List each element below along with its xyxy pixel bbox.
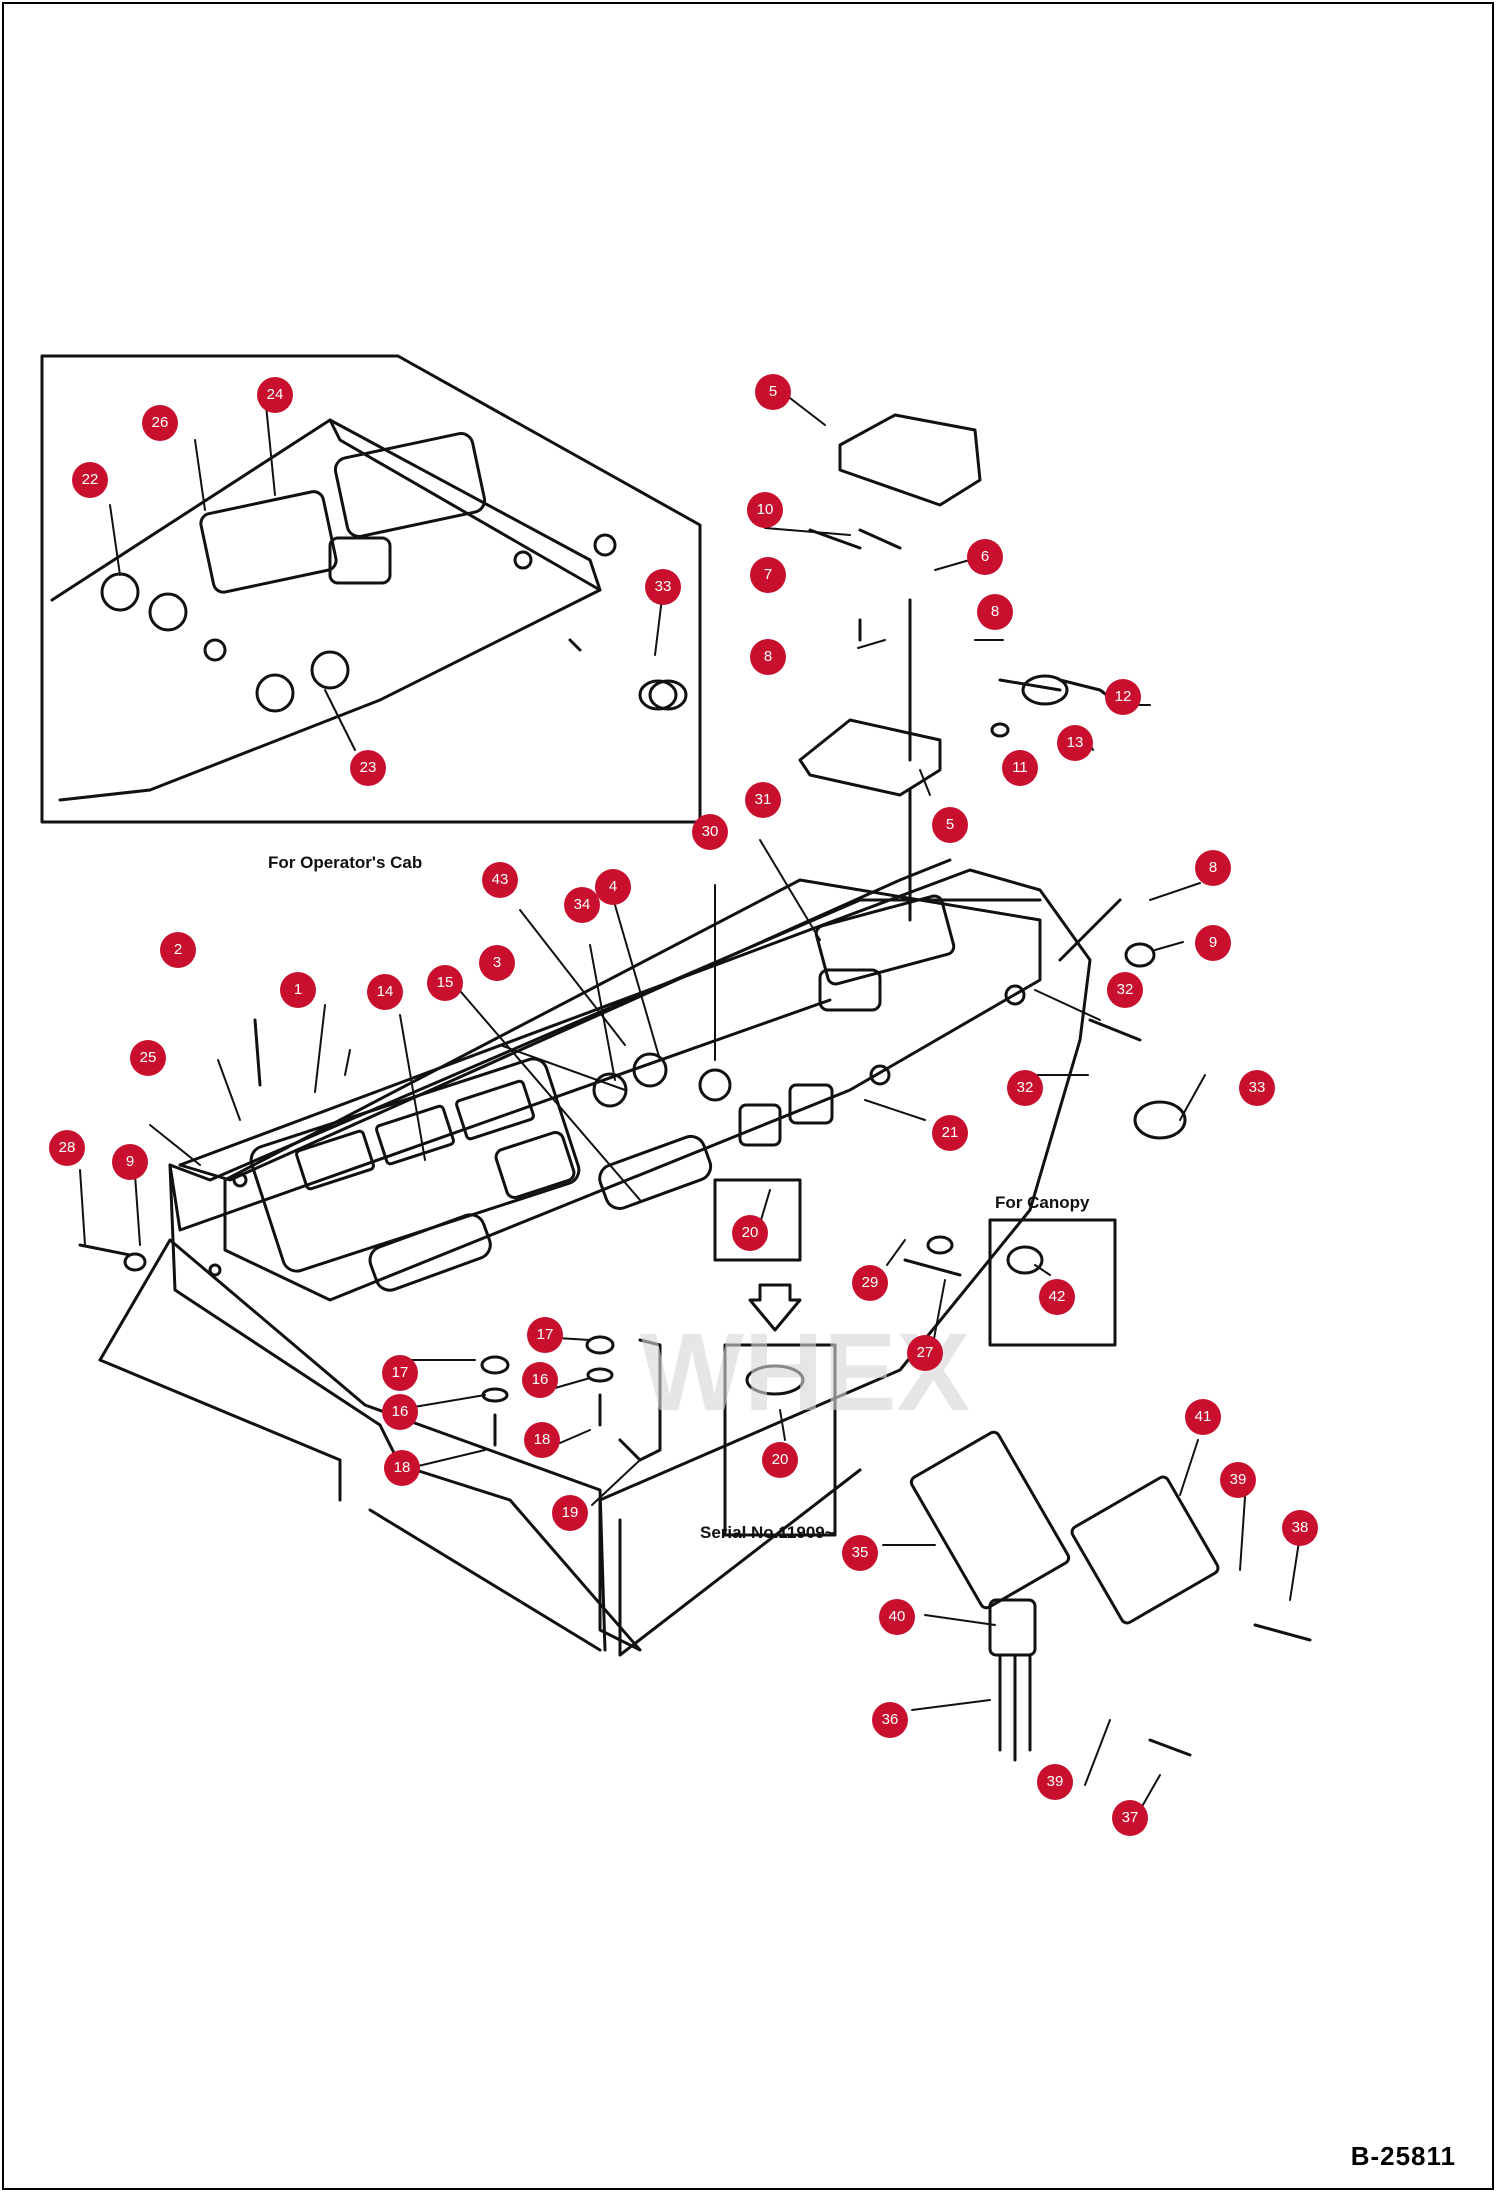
part-callout-17[interactable]: 17 <box>382 1355 418 1391</box>
part-callout-10[interactable]: 10 <box>747 492 783 528</box>
part-callout-6[interactable]: 6 <box>967 539 1003 575</box>
part-callout-34[interactable]: 34 <box>564 887 600 923</box>
part-callout-24[interactable]: 24 <box>257 377 293 413</box>
part-callout-42[interactable]: 42 <box>1039 1279 1075 1315</box>
part-callout-36[interactable]: 36 <box>872 1702 908 1738</box>
part-callout-31[interactable]: 31 <box>745 782 781 818</box>
part-callout-5[interactable]: 5 <box>755 374 791 410</box>
part-callout-4[interactable]: 4 <box>595 869 631 905</box>
part-callout-22[interactable]: 22 <box>72 462 108 498</box>
part-callout-3[interactable]: 3 <box>479 945 515 981</box>
part-callout-8[interactable]: 8 <box>1195 850 1231 886</box>
part-callout-21[interactable]: 21 <box>932 1115 968 1151</box>
svg-text:WHEX: WHEX <box>640 1311 970 1434</box>
part-callout-28[interactable]: 28 <box>49 1130 85 1166</box>
part-callout-37[interactable]: 37 <box>1112 1800 1148 1836</box>
part-callout-13[interactable]: 13 <box>1057 725 1093 761</box>
part-callout-8[interactable]: 8 <box>750 639 786 675</box>
canopy-inset <box>988 1218 1117 1347</box>
part-callout-2[interactable]: 2 <box>160 932 196 968</box>
part-callout-35[interactable]: 35 <box>842 1535 878 1571</box>
part-callout-19[interactable]: 19 <box>552 1495 588 1531</box>
part-callout-43[interactable]: 43 <box>482 862 518 898</box>
part-callout-40[interactable]: 40 <box>879 1599 915 1635</box>
part-callout-39[interactable]: 39 <box>1220 1462 1256 1498</box>
part-callout-33[interactable]: 33 <box>645 569 681 605</box>
part-callout-30[interactable]: 30 <box>692 814 728 850</box>
part-callout-14[interactable]: 14 <box>367 974 403 1010</box>
part-callout-7[interactable]: 7 <box>750 557 786 593</box>
part-callout-8[interactable]: 8 <box>977 594 1013 630</box>
part-callout-41[interactable]: 41 <box>1185 1399 1221 1435</box>
cab-inset-panel <box>50 418 602 802</box>
document-number: B-25811 <box>1350 2141 1456 2171</box>
part-callout-17[interactable]: 17 <box>527 1317 563 1353</box>
leader-lines <box>79 384 1301 1811</box>
part-callout-39[interactable]: 39 <box>1037 1764 1073 1800</box>
part-callout-32[interactable]: 32 <box>1007 1070 1043 1106</box>
part-callout-16[interactable]: 16 <box>522 1362 558 1398</box>
part-callout-20[interactable]: 20 <box>732 1215 768 1251</box>
part-callout-18[interactable]: 18 <box>524 1422 560 1458</box>
part-callout-9[interactable]: 9 <box>1195 925 1231 961</box>
part-callout-11[interactable]: 11 <box>1002 750 1038 786</box>
part-callout-27[interactable]: 27 <box>907 1335 943 1371</box>
part-callout-5[interactable]: 5 <box>932 807 968 843</box>
part-callout-32[interactable]: 32 <box>1107 972 1143 1008</box>
part-callout-29[interactable]: 29 <box>852 1265 888 1301</box>
part-callout-12[interactable]: 12 <box>1105 679 1141 715</box>
serial-label: Serial No.11909~ <box>700 1523 835 1542</box>
part-callout-16[interactable]: 16 <box>382 1394 418 1430</box>
cab-inset-frame <box>40 354 702 824</box>
part-callout-1[interactable]: 1 <box>280 972 316 1008</box>
part-callout-33[interactable]: 33 <box>1239 1070 1275 1106</box>
part-callout-23[interactable]: 23 <box>350 750 386 786</box>
part-callout-9[interactable]: 9 <box>112 1144 148 1180</box>
canopy-label: For Canopy <box>995 1193 1090 1212</box>
serial-inset <box>713 1178 802 1262</box>
part-callout-18[interactable]: 18 <box>384 1450 420 1486</box>
part-callout-38[interactable]: 38 <box>1282 1510 1318 1546</box>
part-callout-26[interactable]: 26 <box>142 405 178 441</box>
operators-cab-label: For Operator's Cab <box>268 853 423 872</box>
part-callout-15[interactable]: 15 <box>427 965 463 1001</box>
part-callout-20[interactable]: 20 <box>762 1442 798 1478</box>
fuse-box-cover <box>838 413 982 507</box>
part-callout-25[interactable]: 25 <box>130 1040 166 1076</box>
